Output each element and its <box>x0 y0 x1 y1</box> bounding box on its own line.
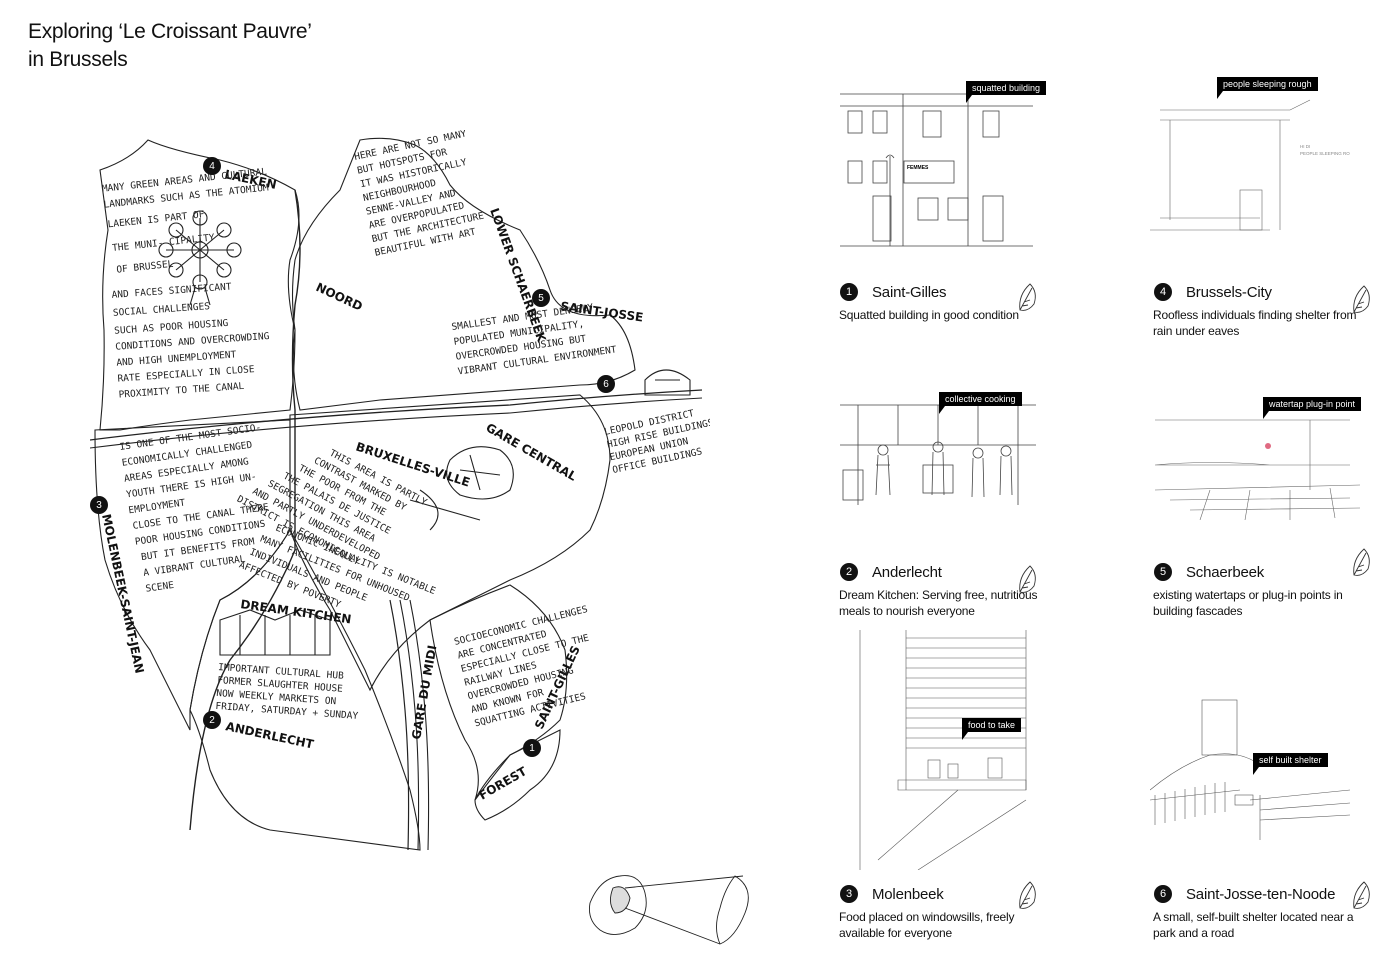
svg-text:OF BRUSSEL: OF BRUSSEL <box>116 259 174 276</box>
leaf-icon <box>1019 565 1036 593</box>
card-head-saint-josse: 6 Saint-Josse-ten-Noode <box>1154 885 1335 903</box>
bxl-outline <box>289 394 611 692</box>
svg-text:SCENE: SCENE <box>145 580 175 595</box>
svg-text:HI DI: HI DI <box>1300 144 1310 149</box>
desc-saint-gilles: Squatted building in good condition <box>839 308 1019 322</box>
brussels-locator-map <box>589 875 749 945</box>
note-schaerbeek: HERE ARE NOT SO MANY BUT HOTSPOTS FOR IT… <box>353 130 485 259</box>
svg-text:LAEKEN IS PART OF: LAEKEN IS PART OF <box>107 209 205 230</box>
card-head-schaerbeek: 5 Schaerbeek <box>1154 563 1264 581</box>
card-head-anderlecht: 2 Anderlecht <box>840 563 942 581</box>
badge-2: 2 <box>840 563 858 581</box>
tag-people-sleeping-rough: people sleeping rough <box>1217 77 1318 99</box>
card-head-molenbeek: 3 Molenbeek <box>840 885 944 903</box>
watertap-point-marker <box>1265 443 1271 449</box>
svg-text:FRIDAY, SATURDAY + SUNDAY: FRIDAY, SATURDAY + SUNDAY <box>215 701 359 722</box>
badge-1: 1 <box>840 283 858 301</box>
map-marker-5[interactable]: 5 <box>532 289 550 307</box>
laeken-outline <box>99 139 300 431</box>
card-head-saint-gilles: 1 Saint-Gilles <box>840 283 946 301</box>
label-bruxelles-ville: BRUXELLES-VILLE <box>354 440 472 490</box>
place-schaerbeek: Schaerbeek <box>1186 563 1265 581</box>
place-saint-josse: Saint-Josse-ten-Noode <box>1186 885 1336 903</box>
dream-kitchen-sketch <box>219 609 331 656</box>
card-head-brussels-city: 4 Brussels-City <box>1154 283 1272 301</box>
anderlecht-outline <box>189 528 421 851</box>
svg-text:EMPLOYMENT: EMPLOYMENT <box>128 497 186 516</box>
leaf-icon <box>1353 881 1370 909</box>
desc-anderlecht: Dream Kitchen: Serving free, nutritious … <box>839 588 1038 618</box>
badge-5: 5 <box>1154 563 1172 581</box>
tag-squatted-building: squatted building <box>966 81 1047 103</box>
sketch-collective-cooking <box>840 404 1036 505</box>
sketch-squatted-building: FEMMES <box>840 93 1033 247</box>
title-line-2: in Brussels <box>28 48 128 71</box>
title-line-1: Exploring ‘Le Croissant Pauvre’ <box>28 20 312 43</box>
desc-brussels-city: Roofless individuals finding shelter fro… <box>1153 308 1357 338</box>
note-leopold: LEOPOLD DISTRICT HIGH RISE BUILDINGS EUR… <box>603 408 710 476</box>
sketch-self-built-shelter <box>1150 699 1350 840</box>
railway <box>389 599 410 851</box>
label-anderlecht: ANDERLECHT <box>224 719 315 751</box>
label-forest: FOREST <box>477 764 530 803</box>
svg-text:PEOPLE SLEEPING ROUGH: PEOPLE SLEEPING ROUGH <box>1300 151 1350 156</box>
main-road <box>90 389 703 441</box>
place-molenbeek: Molenbeek <box>872 885 944 903</box>
note-anderlecht: IMPORTANT CULTURAL HUB FORMER SLAUGHTER … <box>215 662 359 722</box>
st-josse-sketch <box>644 369 691 396</box>
note-saint-gilles: SOCIOECONOMIC CHALLENGES ARE CONCENTRATE… <box>453 604 590 729</box>
badge-6: 6 <box>1154 885 1172 903</box>
tag-collective-cooking: collective cooking <box>939 392 1022 414</box>
leaf-icon <box>1019 283 1036 311</box>
tag-self-built-shelter: self built shelter <box>1253 753 1328 775</box>
svg-text:PROXIMITY TO THE CANAL: PROXIMITY TO THE CANAL <box>118 381 245 401</box>
leaf-icon <box>1353 285 1370 313</box>
label-noord: NOORD <box>314 280 365 314</box>
sketch-people-sleeping-rough: HI DI PEOPLE SLEEPING ROUGH <box>1150 99 1350 231</box>
place-anderlecht: Anderlecht <box>872 563 942 581</box>
svg-text:SUCH AS POOR HOUSING: SUCH AS POOR HOUSING <box>114 318 229 337</box>
canal <box>189 189 301 831</box>
svg-text:FEMMES: FEMMES <box>907 165 929 171</box>
stgilles-outline <box>429 584 568 801</box>
place-saint-gilles: Saint-Gilles <box>872 283 947 301</box>
forest-outline <box>474 729 561 821</box>
badge-3: 3 <box>840 885 858 903</box>
leaf-icon <box>1019 881 1036 909</box>
svg-text:SOCIAL CHALLENGES: SOCIAL CHALLENGES <box>113 301 211 319</box>
schaerbeek-outline <box>291 137 636 411</box>
desc-schaerbeek: existing watertaps or plug-in points in … <box>1153 588 1343 618</box>
map-marker-4[interactable]: 4 <box>203 157 221 175</box>
desc-molenbeek: Food placed on windowsills, freely avail… <box>839 910 1015 940</box>
tag-watertap-plug-in-point: watertap plug-in point <box>1263 397 1362 419</box>
map-marker-1[interactable]: 1 <box>523 739 541 757</box>
atomium-sketch <box>158 210 242 306</box>
hand-drawn-map: LAEKEN LOWER SCHAERBEEK SAINT-JOSSE BRUX… <box>90 130 710 851</box>
place-brussels-city: Brussels-City <box>1186 283 1272 301</box>
desc-saint-josse: A small, self-built shelter located near… <box>1153 910 1354 940</box>
badge-4: 4 <box>1154 283 1172 301</box>
gare-central-sketch <box>409 446 514 531</box>
leaf-icon <box>1353 548 1370 576</box>
map-marker-2[interactable]: 2 <box>203 711 221 729</box>
tag-food-to-take: food to take <box>962 718 1022 740</box>
map-marker-3[interactable]: 3 <box>90 496 108 514</box>
map-marker-6[interactable]: 6 <box>597 375 615 393</box>
page-title: Exploring ‘Le Croissant Pauvre’ in Bruss… <box>28 18 312 74</box>
svg-text:AND FACES SIGNIFICANT: AND FACES SIGNIFICANT <box>111 281 232 300</box>
sketch-food-to-take <box>859 630 1027 870</box>
sketch-watertap-plug-in-point <box>1154 419 1361 520</box>
